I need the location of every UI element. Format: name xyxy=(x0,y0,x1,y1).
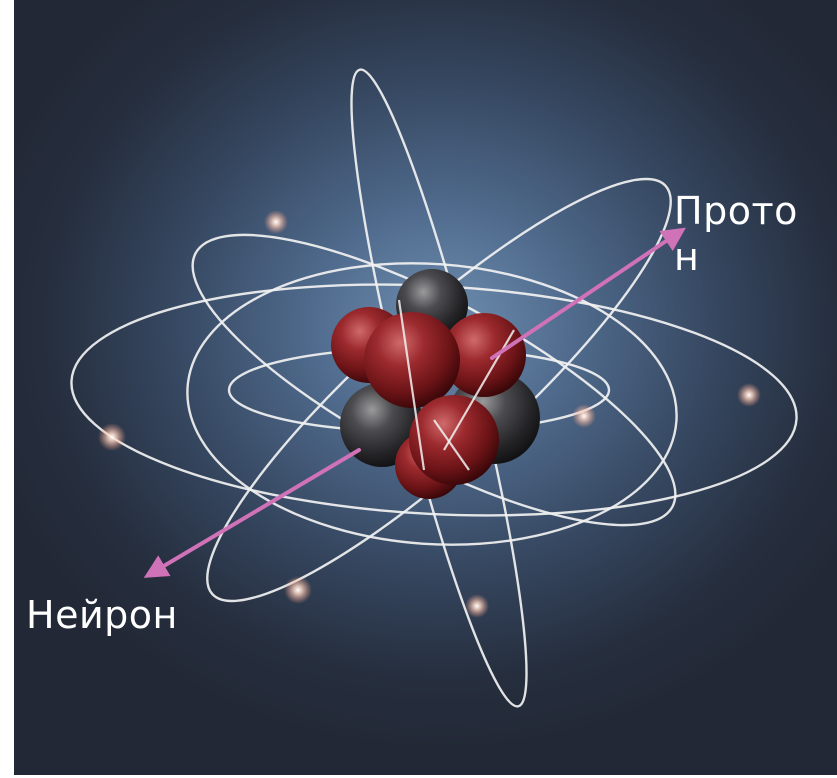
electron-glow xyxy=(264,210,288,234)
arrow-proton xyxy=(492,233,678,358)
neutron-label: Нейрон xyxy=(26,592,178,638)
electron-glow xyxy=(572,404,596,428)
arrow-neutron xyxy=(152,450,359,573)
electron-glow xyxy=(465,594,489,618)
nucleus xyxy=(331,269,540,499)
electron-glow xyxy=(737,383,761,407)
electron-glow xyxy=(284,576,312,604)
atom-diagram xyxy=(14,0,837,775)
proton-sphere xyxy=(409,395,499,485)
proton-label: Прото н xyxy=(674,188,824,280)
atom-illustration: Прото н Нейрон xyxy=(14,0,837,775)
electron-glow xyxy=(98,423,126,451)
